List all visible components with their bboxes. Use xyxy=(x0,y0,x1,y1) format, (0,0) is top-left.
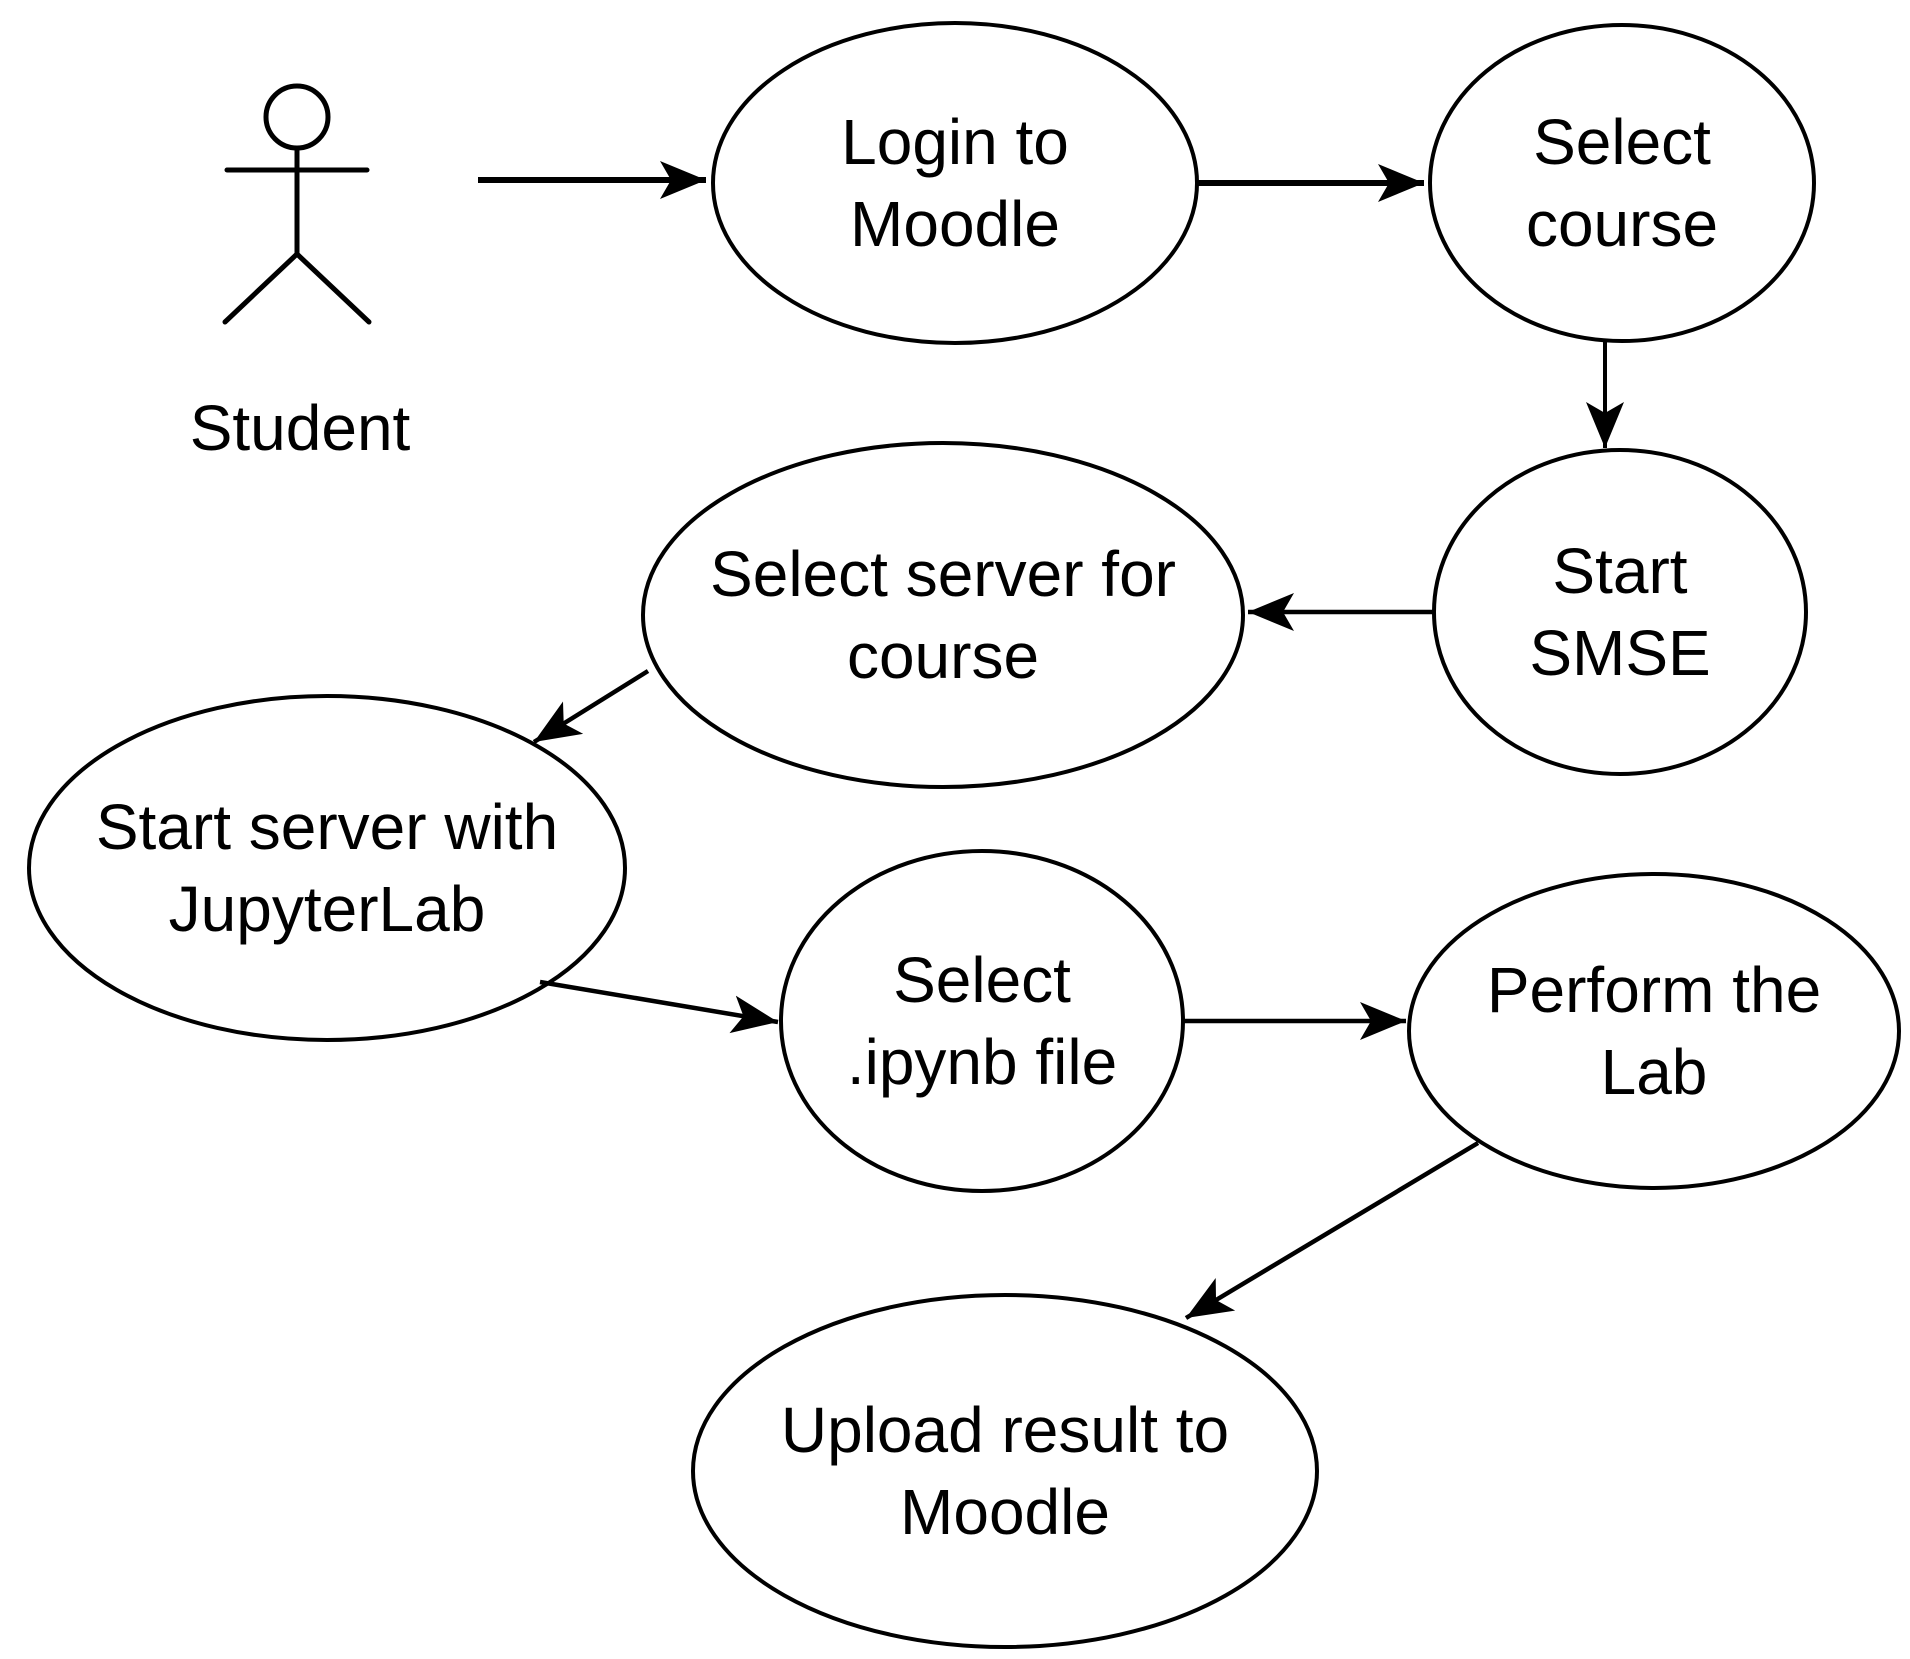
usecase-upload-result-moodle-ellipse xyxy=(691,1293,1319,1649)
actor-student-label: Student xyxy=(189,392,411,464)
usecase-select-server-ellipse xyxy=(641,441,1245,789)
usecase-start-server-jupyterlab-ellipse xyxy=(27,694,627,1042)
actor-left-leg xyxy=(222,251,300,325)
student-actor-icon xyxy=(222,83,372,325)
usecase-login-to-moodle-ellipse xyxy=(711,21,1199,345)
arrow-perform-lab-to-upload-result xyxy=(1184,1141,1480,1320)
usecase-start-smse-ellipse xyxy=(1432,448,1808,776)
actor-right-leg xyxy=(294,251,372,325)
arrow-start-server-to-select-ipynb xyxy=(539,979,779,1034)
usecase-perform-the-lab-ellipse xyxy=(1407,872,1901,1190)
usecase-select-ipynb-file-ellipse xyxy=(779,849,1185,1193)
usecase-select-course-ellipse xyxy=(1428,23,1816,343)
arrow-select-server-to-start-server xyxy=(532,669,650,744)
actor-head xyxy=(263,83,331,151)
